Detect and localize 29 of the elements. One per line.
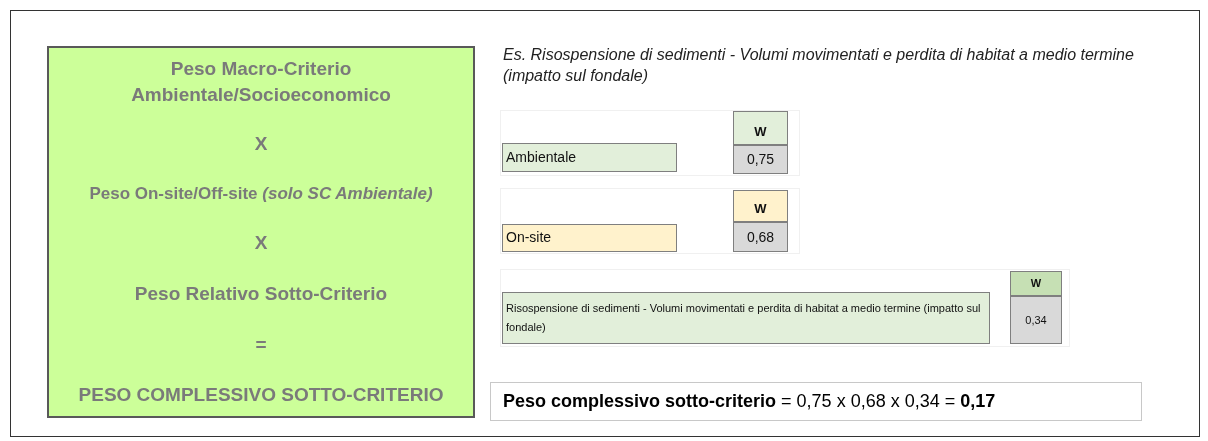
cell-text: 0,75	[746, 150, 775, 169]
formula-term: Peso On-site/Off-site (solo SC Ambientale)	[89, 183, 433, 206]
cell-text: 0,68	[746, 228, 775, 247]
weight-header	[733, 190, 788, 222]
operator-text: X	[254, 231, 268, 256]
example-caption: Es. Risospensione di sedimenti - Volumi movimentati e perdita di habitat a medio termine (impatto sul fondale)	[503, 45, 1135, 86]
weight-value	[1010, 296, 1062, 344]
cell-text: 0,34	[1025, 312, 1047, 328]
result-box	[490, 382, 1142, 421]
cell-text: Ambientale	[506, 148, 577, 167]
formula-term: Peso Macro-Criterio Ambientale/Socioeconomico	[130, 57, 392, 107]
formula-term: PESO COMPLESSIVO SOTTO-CRITERIO	[78, 382, 444, 407]
operator-text: X	[254, 132, 268, 157]
weight-header	[1010, 271, 1062, 296]
criterion-cell	[502, 143, 677, 172]
weight-value	[733, 222, 788, 252]
cell-text: Risospensione di sedimenti - Volumi movimentati e perdita di habitat a medio termine (impatto sul fondale)	[506, 301, 982, 335]
criterion-cell	[502, 292, 990, 344]
cell-text: W	[754, 199, 767, 218]
criterion-cell	[502, 224, 677, 252]
cell-text: Peso complessivo sotto-criterio = 0,75 x 0,68 x 0,34 = 0,17	[503, 390, 996, 413]
formula-term: Peso Relativo Sotto-Criterio	[134, 282, 388, 307]
operator-text: =	[255, 333, 267, 358]
cell-text: On-site	[506, 228, 552, 247]
weight-header	[733, 111, 788, 145]
cell-text: W	[754, 122, 767, 141]
cell-text: W	[1030, 276, 1042, 292]
weight-value	[733, 145, 788, 174]
formula-panel	[47, 46, 475, 418]
